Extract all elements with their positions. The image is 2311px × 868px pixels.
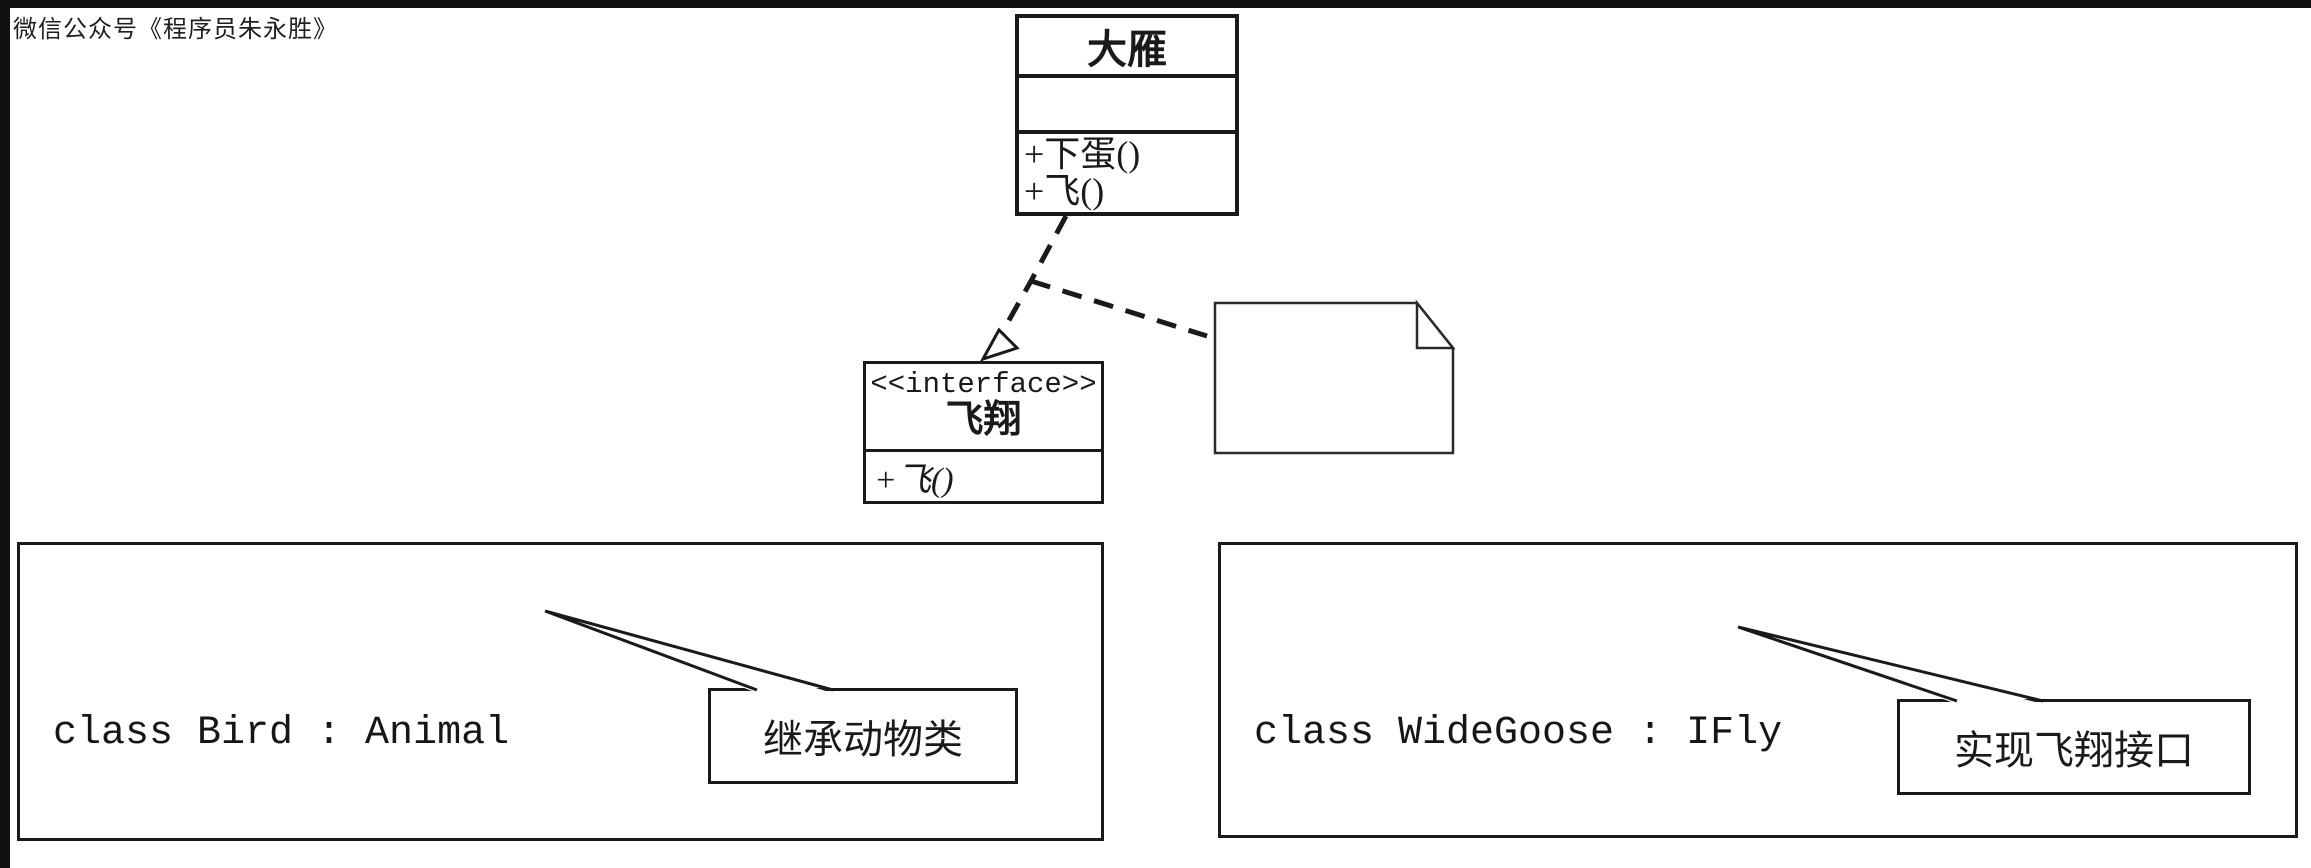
callout-implement-fly: 实现飞翔接口 [1897,699,2251,795]
code-bird-lines: class Bird : Animal { } [53,571,509,868]
interface-name: 飞翔 [945,399,1022,441]
class-attributes-empty [1019,78,1235,134]
note-dashed-link [1030,278,1208,339]
realization-dashed-line [996,214,1069,340]
interface-stereotype: <<interface>> [870,368,1097,401]
class-method-fly: +飞() [1024,171,1105,211]
note-folded-corner-icon [1415,299,1456,350]
interface-header: <<interface>> 飞翔 [866,364,1101,452]
callout-inherit-animal: 继承动物类 [708,688,1018,784]
code-line-class-widegoose: class WideGoose : IFly [1254,711,1783,756]
note-shape [1213,299,1456,455]
class-name: 大雁 [1019,18,1235,78]
class-method-laydown: +下蛋() [1024,134,1141,174]
code-widegoose-lines: class WideGoose : IFly { } [1254,571,1782,868]
code-line-class-bird: class Bird : Animal [53,711,510,756]
interface-box-fly: <<interface>> 飞翔 +飞() [863,361,1104,504]
callout-implement-fly-label: 实现飞翔接口 [1954,728,2194,773]
top-black-bar [0,0,2311,8]
watermark-text: 微信公众号《程序员朱永胜》 [13,17,338,43]
class-methods: +下蛋() +飞() [1019,134,1235,212]
class-box-goose: 大雁 +下蛋() +飞() [1015,14,1239,216]
left-black-bar [0,0,10,868]
hollow-triangle-arrowhead-icon [979,327,1020,362]
interface-method-fly: +飞() [874,462,954,499]
callout-inherit-animal-label: 继承动物类 [763,717,963,762]
